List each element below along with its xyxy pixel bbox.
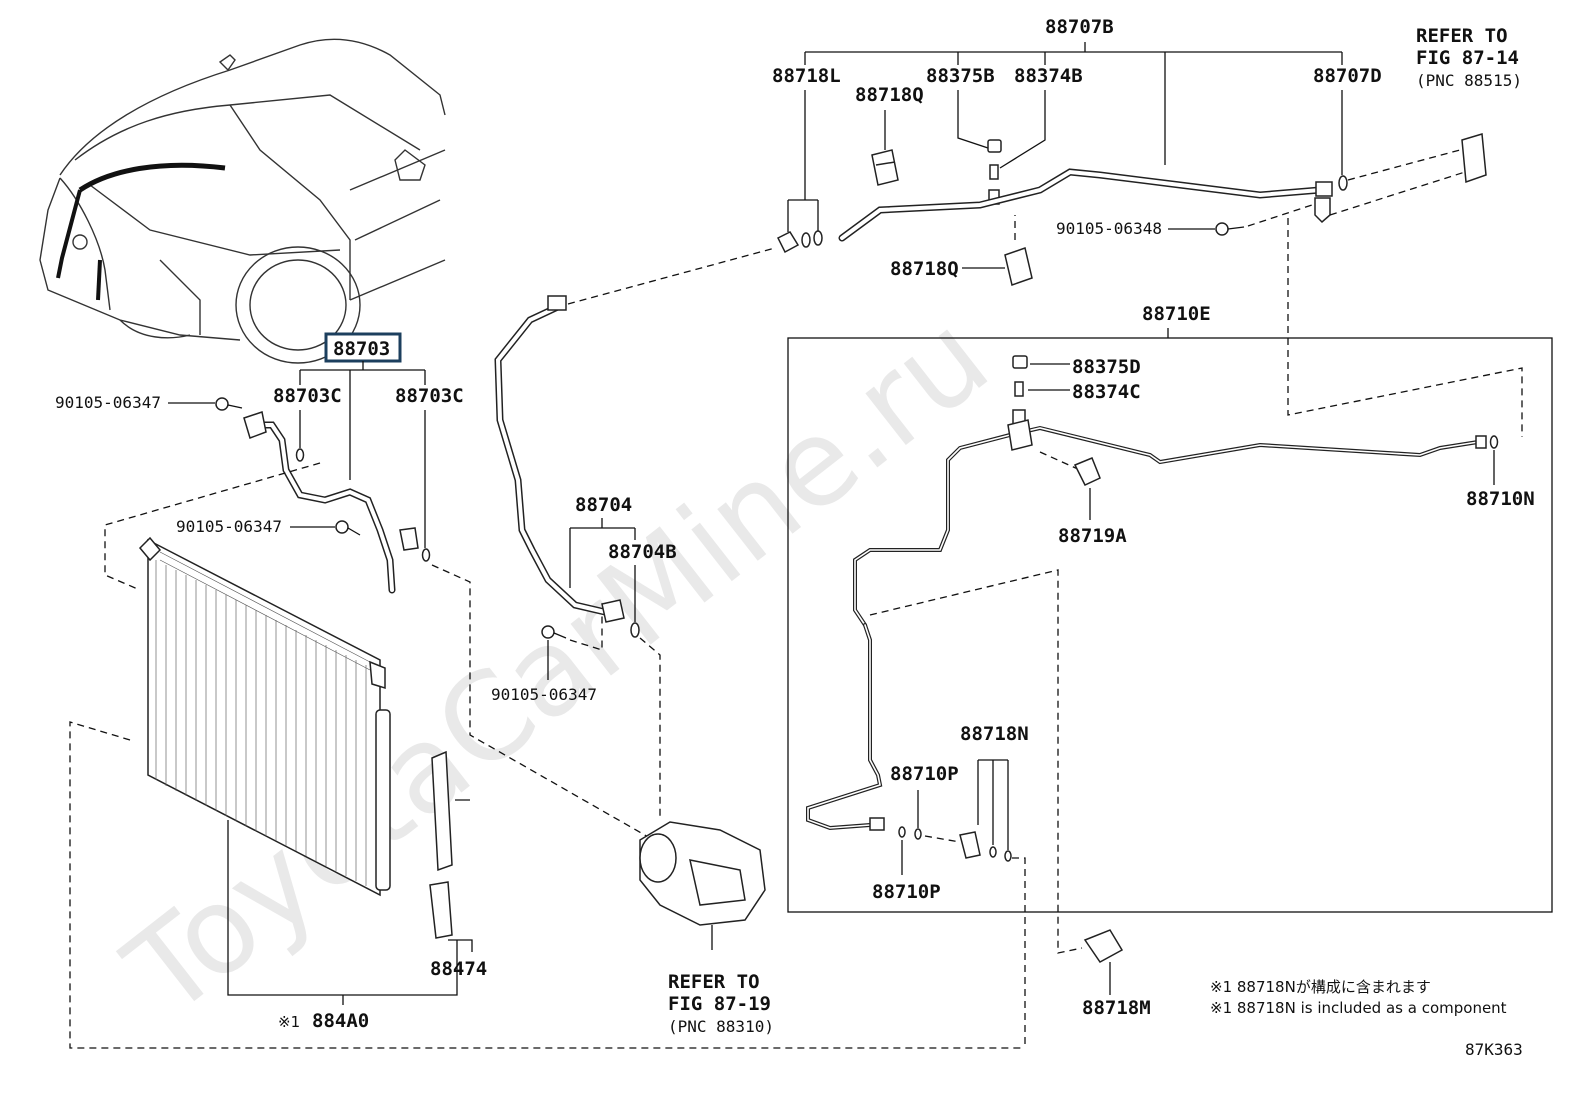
clip-icon (1083, 929, 1124, 963)
bolt-icon (215, 397, 229, 411)
valve-cap-icon (987, 139, 1002, 153)
label-88718Q-top: 88718Q (855, 84, 924, 106)
label-88710P-bottom: 88710P (872, 881, 941, 903)
label-88703: 88703 (333, 338, 390, 360)
o-ring-icon (813, 230, 823, 246)
ref-fig-87-14-line3: (PNC 88515) (1416, 71, 1522, 90)
hose-assembly-88704: 88704 88704B 90105-06347 (491, 247, 776, 820)
bolt-icon (335, 520, 349, 534)
valve-core-icon (1014, 381, 1024, 397)
pipe-fitting-icon (1475, 435, 1487, 449)
label-88718Q-bottom: 88718Q (890, 258, 959, 280)
hose-fitting-icon (399, 527, 419, 551)
hose-fitting-icon (547, 295, 567, 311)
highlight-box (324, 332, 402, 363)
label-88718N: 88718N (960, 723, 1029, 745)
note-english: ※1 88718N is included as a component (1210, 999, 1507, 1017)
hose-assembly-88703: 88703 88703C 88703C 90105-06347 90105-06… (55, 332, 651, 839)
label-88718L: 88718L (772, 65, 841, 87)
label-88374C: 88374C (1072, 381, 1141, 403)
label-88703C-left: 88703C (273, 385, 342, 407)
label-90105-06348: 90105-06348 (1056, 219, 1162, 238)
label-88707B: 88707B (1045, 16, 1114, 38)
receiver-tank-icon (375, 709, 391, 891)
note-japanese: ※1 88718Nが構成に含まれます (1210, 978, 1431, 996)
hose-fitting-icon (243, 411, 267, 439)
o-ring-icon (630, 622, 640, 638)
desiccant-88474: 88474 (429, 750, 487, 980)
note-mark-884A0: ※1 (278, 1013, 300, 1031)
clamp-icon (1004, 247, 1033, 286)
vehicle-illustration (39, 38, 446, 364)
pipe-assembly-88707B: 88707B 88718L 88375B 88374B 88707D 88718… (772, 16, 1522, 286)
label-88703C-right: 88703C (395, 385, 464, 407)
part-88718M: 88718M (1082, 929, 1151, 1019)
label-90105-06347-upper: 90105-06347 (55, 393, 161, 412)
component-box (787, 337, 1553, 913)
filter-plug-icon (429, 881, 453, 939)
label-88374B: 88374B (1014, 65, 1083, 87)
hose-fitting-icon (601, 599, 625, 623)
clip-icon (776, 231, 800, 254)
valve-cap-icon (1012, 355, 1028, 369)
pressure-switch-icon (1073, 457, 1101, 486)
label-88375D: 88375D (1072, 356, 1141, 378)
clamp-icon (871, 149, 899, 186)
o-ring-icon (1338, 175, 1348, 191)
ref-fig-87-19-line2: FIG 87-19 (668, 993, 771, 1015)
label-88710P-top: 88710P (890, 763, 959, 785)
label-884A0: 884A0 (312, 1010, 369, 1032)
o-ring-icon (801, 232, 811, 248)
label-88710N: 88710N (1466, 488, 1535, 510)
compressor: REFER TO FIG 87-19 (PNC 88310) (639, 821, 774, 1036)
label-88707D: 88707D (1313, 65, 1382, 87)
bolt-icon (541, 625, 555, 639)
ref-fig-87-19-line3: (PNC 88310) (668, 1017, 774, 1036)
expansion-valve-icon (1461, 133, 1487, 184)
o-ring-icon (898, 826, 906, 838)
desiccant-bag-icon (431, 750, 453, 872)
tee-junction-icon (1007, 419, 1033, 451)
label-90105-06347-middle: 90105-06347 (176, 517, 282, 536)
condenser-884A0: ※1 884A0 (69, 536, 1025, 1049)
o-ring-icon (1004, 850, 1012, 862)
o-ring-icon (1489, 435, 1499, 449)
ref-fig-87-19-line1: REFER TO (668, 971, 760, 993)
label-88718M: 88718M (1082, 997, 1151, 1019)
figure-code: 87K363 (1465, 1040, 1523, 1059)
pipe-fitting-icon (1315, 181, 1333, 197)
label-88704B: 88704B (608, 541, 677, 563)
label-90105-06347-lower: 90105-06347 (491, 685, 597, 704)
label-88719A: 88719A (1058, 525, 1127, 547)
label-88704: 88704 (575, 494, 632, 516)
label-88710E: 88710E (1142, 303, 1211, 325)
o-ring-icon (421, 548, 431, 562)
ref-fig-87-14-line2: FIG 87-14 (1416, 47, 1519, 69)
bolt-icon (1215, 222, 1229, 236)
label-88375B: 88375B (926, 65, 995, 87)
o-ring-icon (989, 846, 997, 858)
valve-core-icon (989, 164, 999, 180)
clip-icon (959, 831, 981, 859)
label-88474: 88474 (430, 958, 487, 980)
pipe-fitting-icon (869, 817, 885, 831)
o-ring-icon (914, 828, 922, 840)
ref-fig-87-14-line1: REFER TO (1416, 25, 1508, 47)
o-ring-icon (295, 448, 305, 462)
pipe-assembly-88710E: 88710E 88375D 88374C 88710N 88719A (787, 218, 1553, 1048)
